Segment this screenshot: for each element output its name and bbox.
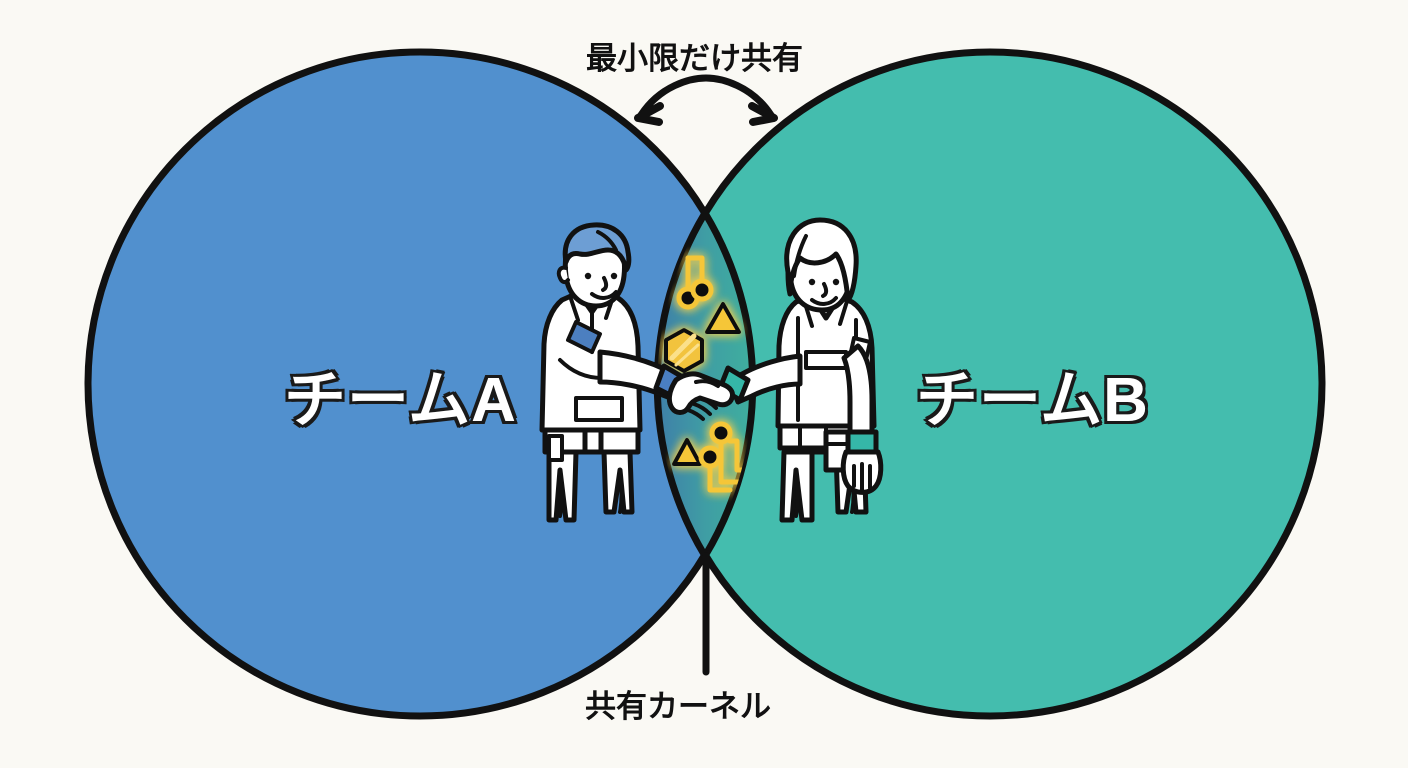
triangle-icon-upper — [705, 302, 741, 334]
triangle-icon-lower — [672, 438, 702, 466]
double-headed-arc-arrow — [634, 74, 778, 126]
person-left — [539, 222, 689, 523]
circuit-node-icon-bottom — [698, 421, 748, 493]
person-right — [717, 217, 884, 523]
hexagon-icon — [664, 328, 704, 373]
shared-icon-group — [664, 255, 748, 493]
handshake — [666, 371, 735, 421]
circuit-node-icon-top — [676, 255, 714, 310]
